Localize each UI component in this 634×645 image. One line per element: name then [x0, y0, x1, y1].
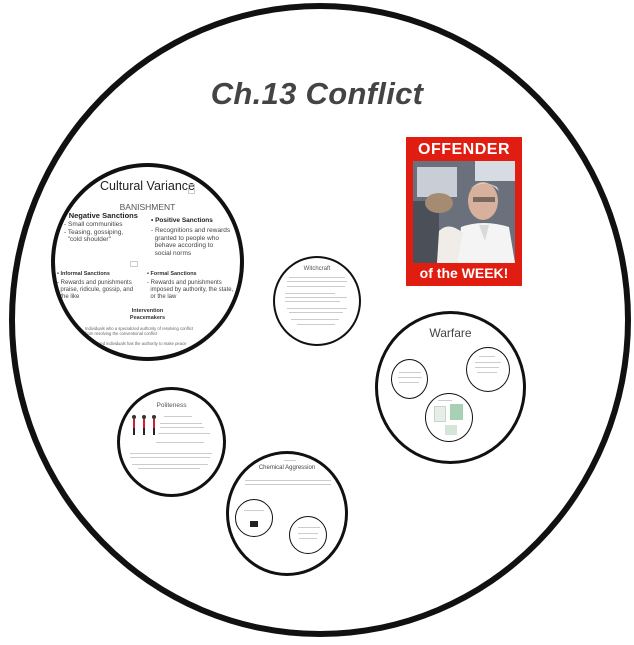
- intervention-text-2: of honored individuals has the authority…: [85, 341, 187, 346]
- informal-sanctions-label: Informal Sanctions: [60, 271, 110, 277]
- text-line: [297, 324, 335, 325]
- text-line: [245, 480, 331, 481]
- list-item: Rewards and punishments: [150, 280, 222, 286]
- chemical-subcircle-2[interactable]: [289, 516, 327, 554]
- text-line: [285, 301, 340, 302]
- text-line: [298, 533, 318, 534]
- list-item: Recognitions and rewards: [154, 227, 231, 234]
- thumbnail-image: [445, 425, 457, 435]
- list-item: Small communities: [67, 221, 123, 228]
- intervention-text: Individuals who a specialized authority …: [85, 326, 194, 336]
- text-line: [285, 293, 335, 294]
- thumbnail-image: [450, 404, 463, 420]
- text-line: [289, 312, 343, 313]
- text-line: [164, 416, 192, 417]
- text-line: [160, 423, 202, 424]
- warfare-subcircle-3[interactable]: [425, 393, 473, 442]
- cultural-variance-heading: Cultural Variance: [100, 179, 195, 193]
- positive-sanctions-block: • Positive Sanctions - Recognitions and …: [151, 217, 231, 257]
- text-line: [398, 377, 422, 378]
- people-figures-icon: [132, 415, 156, 435]
- text-line: [477, 372, 497, 373]
- thumbnail-image: [250, 521, 258, 527]
- list-item: praise, ridicule, gossip, and: [60, 287, 134, 293]
- banishment-label: BANISHMENT: [119, 202, 176, 212]
- thumbnail-image: [434, 406, 446, 422]
- politeness-heading: Politeness: [156, 402, 187, 409]
- list-item: behave according to: [154, 242, 214, 249]
- offender-of-week-image[interactable]: OFFENDER of the WEEK!: [406, 137, 522, 286]
- chemical-aggression-heading: Chemical Aggression: [258, 465, 316, 471]
- list-item: Teasing, gossiping,: [67, 228, 124, 236]
- list-item: Rewards and punishments: [60, 280, 132, 286]
- list-item: or the law: [150, 294, 177, 300]
- text-line: [479, 356, 495, 357]
- chemical-subcircle-1[interactable]: [235, 499, 273, 537]
- intervention-label: Intervention: [131, 308, 164, 314]
- list-item: the like: [60, 294, 80, 300]
- text-line: [244, 510, 264, 511]
- text-line: [475, 362, 501, 363]
- text-line: [287, 286, 345, 287]
- positive-sanctions-label: Positive Sanctions: [155, 217, 213, 224]
- formal-sanctions-label: Formal Sanctions: [150, 271, 197, 277]
- list-item: social norms: [154, 249, 192, 257]
- text-line: [245, 484, 331, 485]
- text-line: [298, 527, 320, 528]
- chemical-aggression-circle[interactable]: Chemical Aggression: [226, 451, 348, 576]
- warfare-heading: Warfare: [429, 326, 472, 340]
- text-line: [138, 468, 200, 469]
- text-line: [284, 460, 296, 461]
- text-line: [287, 281, 347, 282]
- negative-sanctions-label: Negative Sanctions: [68, 211, 138, 220]
- text-line: [399, 382, 419, 383]
- decor-mark: [188, 184, 195, 194]
- text-line: [132, 464, 208, 465]
- warfare-subcircle-1[interactable]: [391, 359, 428, 399]
- text-line: [285, 297, 347, 298]
- informal-sanctions-block: • Informal Sanctions - Rewards and punis…: [57, 271, 134, 300]
- cultural-variance-circle[interactable]: Cultural Variance BANISHMENT • Negative …: [51, 163, 244, 361]
- text-line: [475, 367, 499, 368]
- text-line: [438, 400, 452, 401]
- offender-bottom-text: of the WEEK!: [419, 265, 509, 281]
- text-line: [291, 319, 339, 320]
- text-line: [287, 308, 347, 309]
- text-line: [156, 442, 204, 443]
- peacemakers-label: Peacemakers: [129, 315, 166, 321]
- text-line: [130, 453, 212, 454]
- decor-mark: [130, 261, 138, 267]
- list-item: imposed by authority, the state,: [150, 287, 234, 293]
- warfare-subcircle-2[interactable]: [466, 347, 510, 392]
- text-line: [160, 427, 204, 428]
- negative-sanctions-block: • Negative Sanctions - Small communities…: [64, 211, 138, 243]
- offender-photo: [413, 161, 515, 263]
- politeness-circle[interactable]: Politeness: [117, 387, 226, 497]
- text-line: [158, 433, 210, 434]
- list-item: "cold shoulder": [67, 236, 111, 243]
- warfare-circle[interactable]: Warfare: [375, 311, 526, 464]
- text-line: [299, 538, 317, 539]
- formal-sanctions-block: • Formal Sanctions - Rewards and punishm…: [147, 271, 234, 300]
- offender-top-text: OFFENDER: [418, 141, 510, 158]
- text-line: [130, 457, 210, 458]
- text-line: [399, 372, 421, 373]
- witchcraft-circle[interactable]: Witchcraft: [273, 256, 361, 346]
- text-line: [289, 277, 345, 278]
- witchcraft-heading: Witchcraft: [303, 266, 331, 272]
- page-title: Ch.13 Conflict: [210, 76, 424, 111]
- list-item: granted to people who: [154, 234, 219, 242]
